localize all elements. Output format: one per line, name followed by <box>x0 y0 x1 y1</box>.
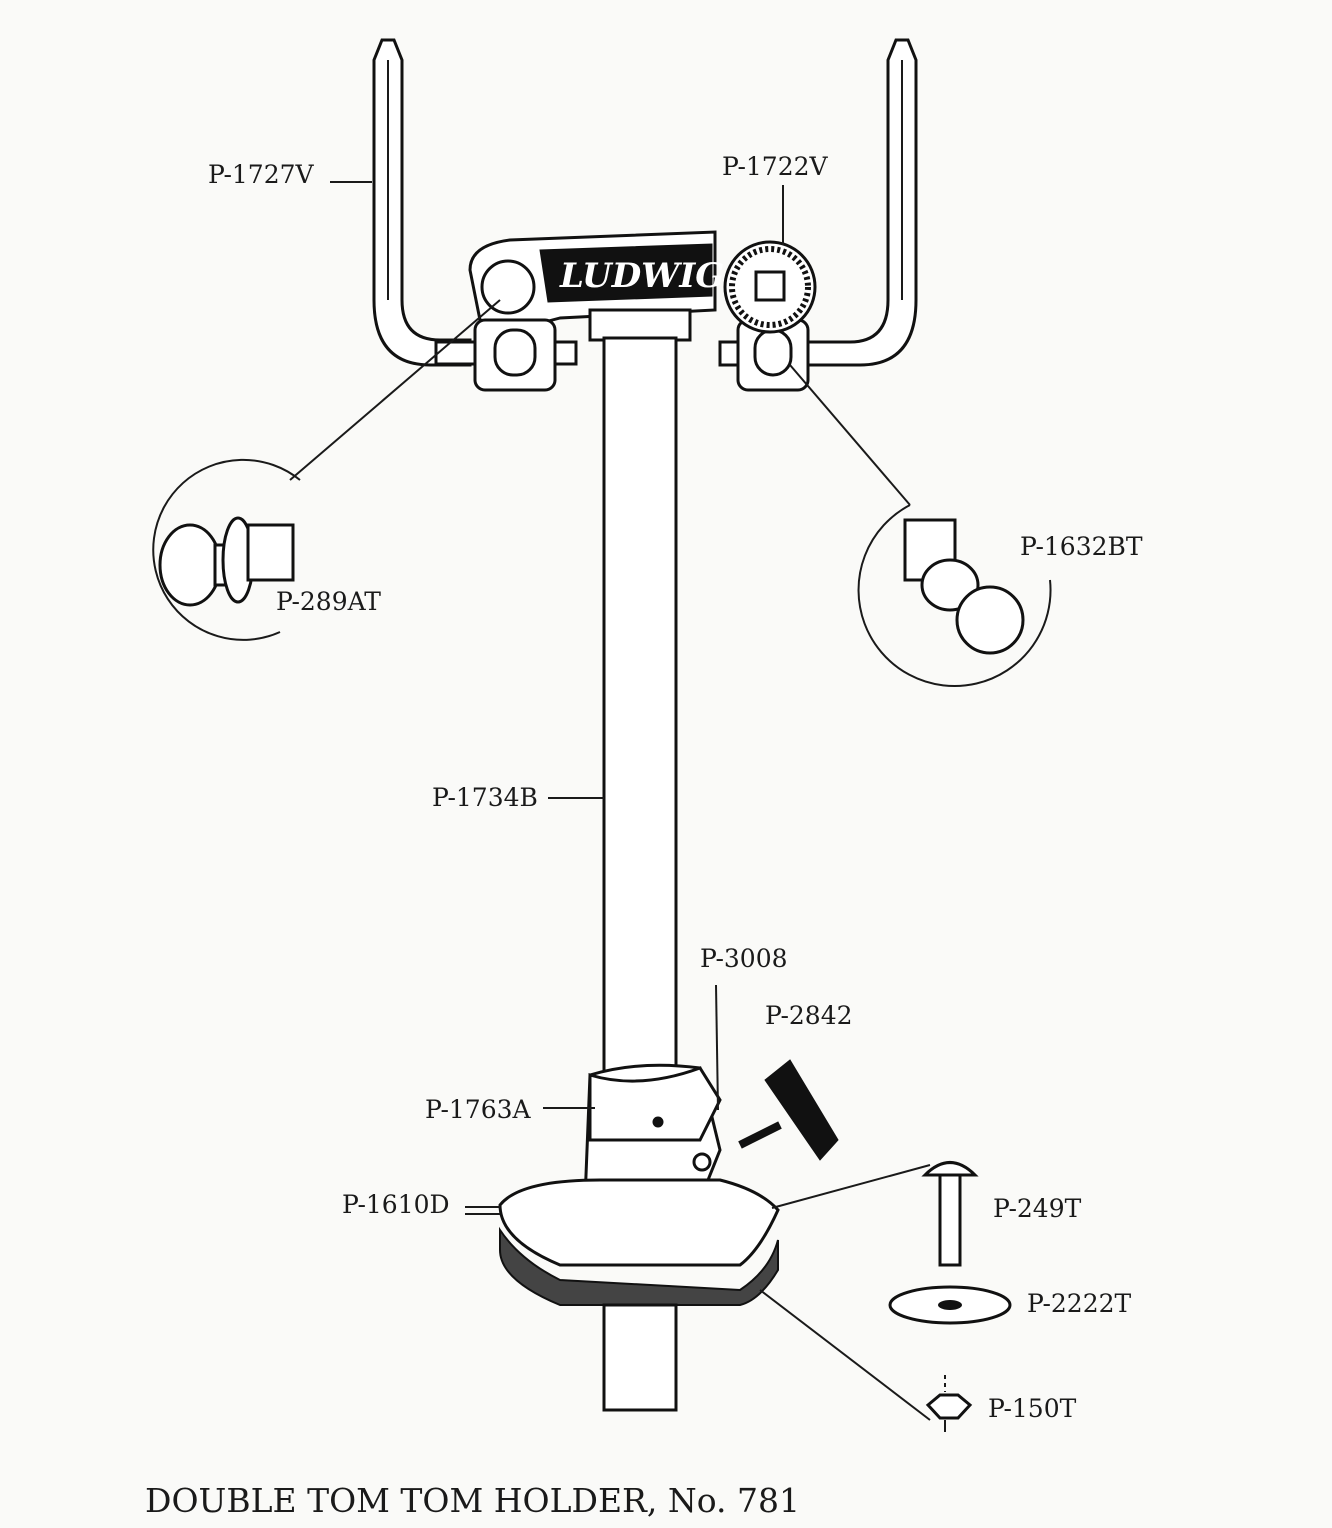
label-p1632bt: P-1632BT <box>1020 532 1143 561</box>
ludwig-logo: LUDWIG <box>559 256 724 296</box>
label-p249t: P-249T <box>993 1194 1082 1223</box>
label-p2222t: P-2222T <box>1027 1289 1132 1318</box>
label-p150t: P-150T <box>988 1394 1077 1423</box>
diagram-title: DOUBLE TOM TOM HOLDER, No. 781 <box>145 1481 800 1520</box>
nut-p150t <box>925 1375 973 1432</box>
washer-p2222t <box>888 1285 1012 1325</box>
label-p3008: P-3008 <box>700 944 788 973</box>
bolt-p249t <box>921 1161 979 1267</box>
label-p1734b: P-1734B <box>432 783 538 812</box>
top-clamp: LUDWIG <box>468 230 817 392</box>
base-plate-p1610d <box>498 1178 780 1412</box>
label-p289at: P-289AT <box>276 587 381 616</box>
leader-p150t <box>759 1289 931 1421</box>
right-arm <box>718 38 918 367</box>
label-p1610d: P-1610D <box>342 1190 450 1219</box>
leader-p249t <box>771 1164 931 1209</box>
label-p1722v: P-1722V <box>722 152 829 181</box>
detail-circle-p289at <box>152 299 501 641</box>
detail-circle-p1632bt <box>789 364 1052 688</box>
label-p2842: P-2842 <box>765 1001 853 1030</box>
tube-p1734b <box>602 336 678 1090</box>
label-p1727v: P-1727V <box>208 160 315 189</box>
label-p1763a: P-1763A <box>425 1095 532 1124</box>
lower-clamp <box>583 984 839 1202</box>
